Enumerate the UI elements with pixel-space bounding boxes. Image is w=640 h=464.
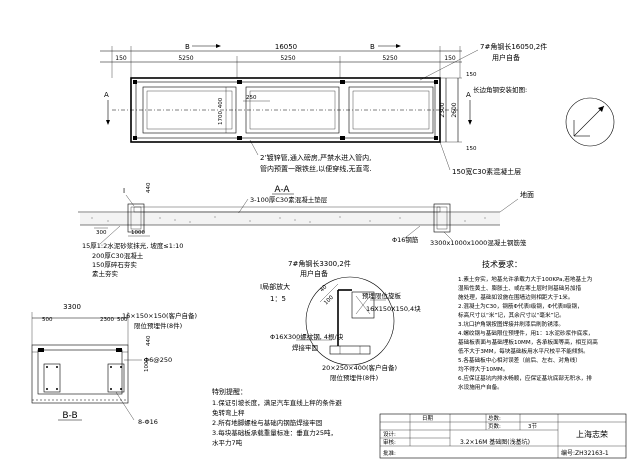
title-block: 日期 总数: 页数: 3节 设计: 审核: 批准: 3.2×16M 基础图(浅基…: [379, 413, 627, 459]
detail-circle: [305, 276, 395, 366]
note-concrete-edge: 150宽C30素混凝土层: [452, 167, 521, 176]
section-mark-b-left: B: [185, 43, 190, 51]
section-mark-a-left: A: [104, 91, 109, 99]
note-layer-1: 15厚1:2水泥砂浆抹光, 坡度≤1:10: [82, 241, 183, 250]
note-angle-steel: 7#角钢长16050,2件: [480, 42, 547, 51]
note-cushion-layer: 3-100厚C30素混凝土垫层: [250, 195, 328, 204]
dim-bb-500-left: 500: [42, 317, 53, 323]
section-bb: 3300 500 2300 500 440 1000 16×150×150(客户…: [31, 303, 197, 426]
dim-250: 250: [246, 95, 257, 101]
dim-left-margin: 150: [115, 55, 127, 62]
requirement-line: 低不大于3MM，每块基础板用水平尺校平不能倾斜。: [458, 347, 589, 355]
detail-i-scale: 1：5: [270, 295, 286, 303]
dim-2600: 2600: [451, 102, 458, 117]
requirement-line: 6.应保证基坑内排水畅顺，应保证基坑底部无积水，排: [458, 374, 592, 382]
section-aa: A-A 3-100厚C30素混凝土垫层 地面 I 440: [78, 182, 534, 278]
title-pages-label: 总数:: [488, 414, 501, 422]
dim-right-margin: 150: [444, 55, 456, 62]
note-weld: 焊接牢固: [292, 343, 318, 352]
dim-aa-300: 300: [96, 230, 107, 236]
section-mark-b-right: B: [370, 43, 375, 51]
note-plate-1: 预埋限位旋板: [362, 291, 402, 300]
dim-1700: 1700: [218, 111, 224, 125]
requirement-line: 施处理，基础如设施在围墙边则相距大于1米。: [458, 293, 573, 301]
dim-right-150-bottom: 150: [466, 146, 477, 152]
title-company: 上海志荣: [576, 429, 608, 439]
dim-right-150-top: 150: [466, 72, 477, 78]
special-note-line: 1.保证引坡长度，满足汽车直线上秤的条件避: [212, 398, 342, 407]
note-rebar-cage: 3300x1000x1000混凝土钢筋笼: [430, 238, 527, 247]
requirement-line: 4.螺纹钢与基础限位预埋件，用1：1水泥砂浆作底浆，: [458, 329, 594, 337]
title-design-label: 设计:: [383, 430, 396, 438]
plan-view: 16050 150 5250 5250 5250 150 B B 400 170…: [100, 42, 615, 176]
note-rebar-8: 8-Φ16: [138, 418, 158, 426]
title-check-label: 审核:: [383, 438, 396, 446]
requirement-line: 湿陷性黄土、膨胀土、或在寒土层时则基础另加措: [458, 284, 581, 292]
dim-detail-40: 40: [319, 284, 329, 294]
requirement-line: 5.各基础板中心相对误差（前后、左右、对角线）: [458, 356, 581, 364]
note-embed-bb-1: 16×150×150(客户自备): [122, 311, 197, 320]
requirement-line: 水设施用户自备。: [458, 383, 503, 391]
note-detail-angle: 7#角钢长3300,2件: [288, 259, 351, 268]
dim-bb-500-right: 500: [117, 317, 128, 323]
note-rebar-16: Φ16钢筋: [392, 235, 419, 244]
dim-aa-440: 440: [146, 182, 152, 193]
dim-400: 400: [218, 97, 224, 108]
requirement-line: 1.素土夯实，地基允许承载力大于100KPa,若地基土为: [458, 275, 593, 283]
note-pipe-line-1: 2’镀锌管,通入磅房,严禁水进入管内,: [260, 153, 371, 162]
title-page-value: 3节: [528, 422, 537, 430]
requirement-line: 均不得大于10MM。: [458, 365, 508, 373]
note-embed-bb-2: 限位预埋件(8件): [134, 321, 182, 330]
dim-bb-2300: 2300: [100, 317, 114, 323]
special-notes: 特别提醒： 1.保证引坡长度，满足汽车直线上秤的条件避 免转弯上秤 2.所有地脚…: [212, 387, 342, 447]
note-layer-3: 150厚碎石夯实: [92, 260, 137, 269]
dim-bb-1000: 1000: [144, 358, 150, 372]
section-bb-title: B-B: [62, 411, 77, 421]
requirement-line: 3.坑口护角钢按图焊接并刷漆后刷防锈漆。: [458, 320, 564, 328]
note-angle-supplied: 用户自备: [492, 53, 520, 62]
title-drawing-name: 3.2×16M 基础图(浅基坑): [460, 438, 530, 446]
special-notes-heading: 特别提醒：: [212, 387, 247, 396]
title-drawing-number: 编号:ZH32163-1: [561, 449, 609, 457]
requirement-line: 基础板表面与基础埋板10MM，各承板面等高，相互间高: [458, 338, 598, 346]
dim-bb-440: 440: [146, 335, 152, 346]
title-page-label: 页数:: [488, 422, 501, 430]
section-mark-a-right: A: [466, 91, 471, 99]
note-bolt: Φ16X300螺纹钢, 4根/块: [270, 332, 344, 341]
note-rebar-250: Φ6@250: [144, 356, 172, 364]
dim-total-length: 16050: [275, 43, 297, 51]
title-approve-label: 批准:: [383, 449, 396, 457]
requirement-line: 2.混凝土为C30，钢筋Φ代表Ⅰ级钢，Φ代表Ⅱ级钢，: [458, 302, 583, 310]
note-layer-4: 素土夯实: [92, 269, 119, 278]
requirements-heading: 技术要求：: [482, 259, 522, 269]
dim-aa-1000: 1000: [131, 230, 145, 236]
note-ground: 地面: [520, 190, 534, 199]
section-aa-title: A-A: [274, 185, 290, 195]
note-detail-supplied: 用户自备: [300, 269, 328, 278]
dim-detail-100: 100: [323, 294, 335, 306]
title-date-label: 日期: [422, 415, 434, 422]
dim-span-2: 5250: [280, 55, 295, 62]
callout-i: I: [123, 187, 125, 195]
note-embed-detail-2: 限位预埋件(8件): [330, 373, 378, 382]
dim-span-1: 5250: [178, 55, 193, 62]
dim-bb-3300: 3300: [63, 303, 81, 311]
special-note-line: 2.所有地脚螺栓与基础内钢筋焊接牢固: [212, 418, 322, 427]
note-layer-2: 200厚C30混凝土: [92, 251, 144, 260]
technical-requirements: 技术要求： 1.素土夯实，地基允许承载力大于100KPa,若地基土为 湿陷性黄土…: [458, 259, 598, 391]
note-pipe-line-2: 管内预置一跟铁丝,以便穿线,无直弯.: [260, 164, 372, 173]
note-corner-install: 长边角钢安装如图:: [473, 85, 527, 94]
special-note-line: 3.每块基础板承载重量标准：垂直力25吨，: [212, 428, 337, 437]
special-note-line: 水平力7吨: [212, 438, 243, 447]
special-note-line: 免转弯上秤: [212, 408, 245, 417]
note-plate-2: 16X150X150,4块: [366, 304, 421, 313]
requirement-line: 标高尺寸以“米”记，其余尺寸以“毫米”记。: [458, 311, 565, 319]
note-embed-detail-1: 20×250×400(客户自备): [322, 363, 397, 372]
detail-i-title: I局部放大: [260, 282, 290, 291]
detail-i: 7#角钢长3300,2件 用户自备 I局部放大 1：5 40 100 预埋限位旋…: [260, 259, 421, 382]
dim-span-3: 5250: [382, 55, 397, 62]
corner-detail-circle: [565, 97, 615, 147]
dim-2300: 2300: [439, 102, 446, 117]
